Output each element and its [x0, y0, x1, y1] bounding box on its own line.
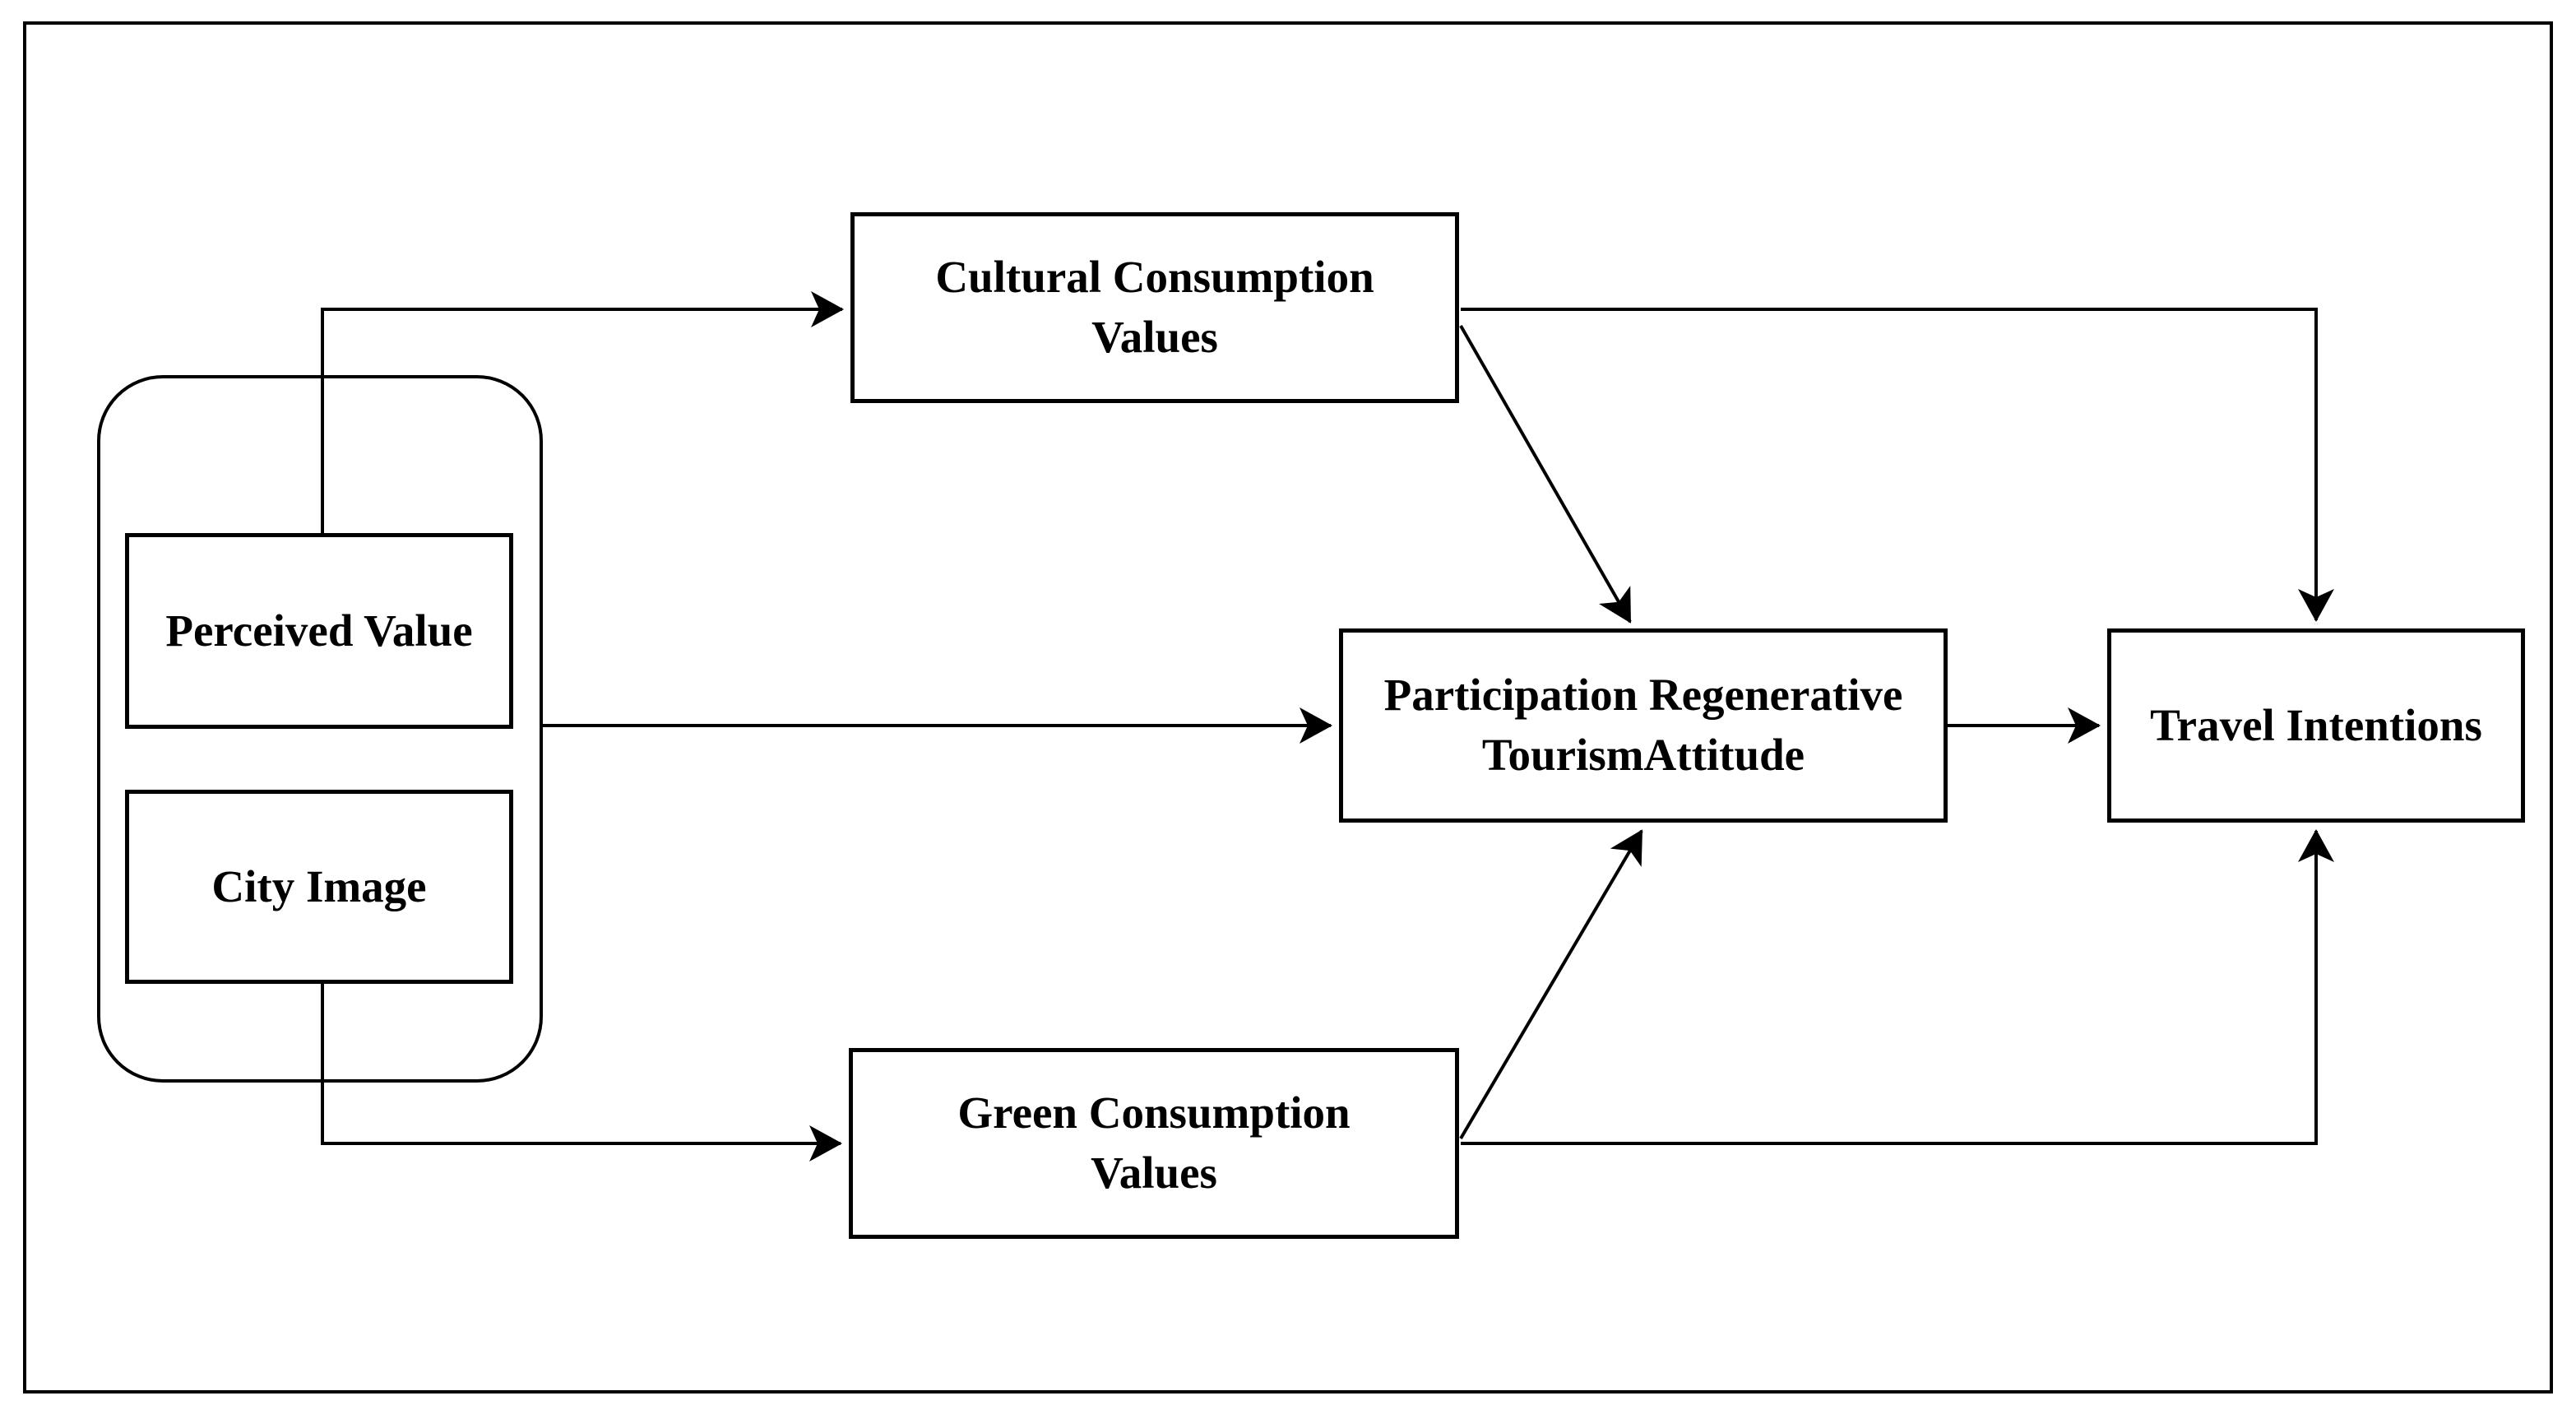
- antecedents-group-frame: [97, 375, 543, 1083]
- node-cultural-consumption-values-label-line2: Values: [1091, 312, 1218, 362]
- node-travel-intentions-label: Travel Intentions: [2150, 699, 2482, 750]
- node-participation-regenerative-tourism-attitude: Participation Regenerative TourismAttitu…: [1339, 628, 1948, 823]
- node-green-consumption-values-label-line1: Green Consumption: [957, 1087, 1351, 1138]
- node-cultural-consumption-values: Cultural Consumption Values: [850, 212, 1459, 403]
- node-perceived-value-label: Perceived Value: [165, 605, 473, 656]
- node-green-consumption-values-label-line2: Values: [1091, 1148, 1217, 1198]
- node-participation-label-line1: Participation Regenerative: [1383, 670, 1903, 721]
- node-city-image: City Image: [125, 790, 513, 984]
- node-participation-label-line2: TourismAttitude: [1481, 730, 1805, 780]
- node-green-consumption-values: Green Consumption Values: [849, 1048, 1459, 1239]
- node-city-image-label: City Image: [211, 860, 427, 911]
- node-perceived-value: Perceived Value: [125, 533, 513, 729]
- node-cultural-consumption-values-label-line1: Cultural Consumption: [935, 252, 1374, 303]
- node-travel-intentions: Travel Intentions: [2107, 628, 2525, 823]
- figure-border: [23, 21, 2553, 1393]
